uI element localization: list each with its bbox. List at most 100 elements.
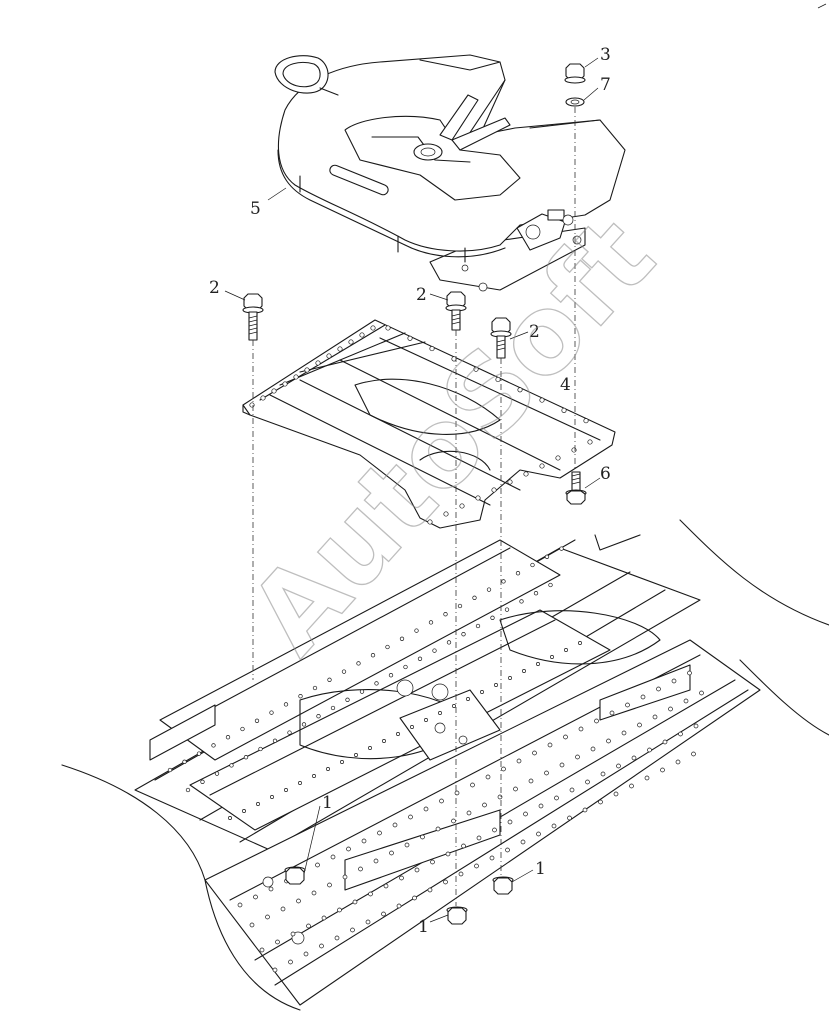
chassis-frame	[61, 519, 829, 1011]
frame-hole	[662, 739, 668, 745]
frame-hole	[352, 899, 358, 905]
frame-hole	[340, 760, 344, 764]
frame-hole	[237, 902, 243, 908]
frame-hole	[443, 879, 448, 885]
frame-hole	[254, 718, 260, 723]
frame-hole	[258, 746, 263, 752]
callout-7: 7	[600, 75, 611, 95]
frame-hole	[520, 839, 526, 845]
frame-hole	[385, 644, 390, 650]
frame-hole	[282, 381, 288, 387]
frame-hole	[505, 847, 510, 853]
callout-1-upper: 1	[322, 793, 333, 813]
frame-hole	[539, 397, 545, 403]
frame-hole	[346, 846, 351, 852]
frame-hole	[590, 746, 596, 752]
frame-hole	[412, 895, 417, 901]
frame-hole	[458, 871, 464, 877]
frame-hole	[327, 677, 332, 682]
frame-hole	[298, 694, 303, 699]
frame-hole	[382, 739, 386, 743]
frame-hole	[383, 883, 389, 889]
frame-hole	[625, 702, 630, 708]
frame-hole	[211, 743, 216, 748]
callout-2-right: 2	[529, 322, 540, 342]
frame-hole	[301, 722, 307, 727]
frame-hole	[547, 742, 553, 748]
frame-hole	[316, 714, 321, 719]
frame-hole	[290, 931, 296, 937]
frame-hole	[461, 632, 466, 637]
frame-hole	[327, 882, 332, 888]
frame-hole	[427, 887, 433, 893]
frame-hole	[446, 640, 452, 645]
frame-hole	[459, 503, 465, 509]
frame-hole	[445, 851, 451, 857]
frame-hole	[392, 822, 398, 828]
frame-hole	[326, 767, 330, 771]
frame-hole	[532, 750, 537, 756]
frame-hole	[410, 725, 414, 729]
frame-hole	[249, 922, 255, 928]
frame-hole	[429, 346, 435, 352]
frame-hole	[691, 751, 696, 757]
frame-hole	[485, 774, 491, 780]
frame-hole	[370, 653, 376, 658]
frame-hole	[480, 690, 484, 694]
callout-5: 5	[250, 199, 261, 219]
frame-hole	[523, 471, 529, 477]
frame-hole	[253, 894, 258, 900]
frame-hole	[504, 607, 510, 612]
frame-hole	[311, 890, 317, 896]
frame-hole	[256, 802, 260, 806]
frame-hole	[399, 875, 404, 881]
frame-hole	[474, 863, 479, 869]
nut-1-upper	[284, 866, 306, 885]
frame-hole	[489, 855, 495, 861]
frame-hole	[559, 762, 565, 768]
frame-hole	[270, 795, 274, 799]
frame-hole	[443, 612, 448, 617]
frame-hole	[656, 686, 661, 692]
frame-hole	[196, 751, 202, 756]
frame-hole	[377, 830, 382, 836]
frame-hole	[275, 939, 280, 945]
leader-lines	[224, 57, 601, 923]
frame-hole	[555, 455, 561, 461]
frame-hole	[517, 387, 523, 393]
frame-hole	[342, 874, 348, 880]
callout-3: 3	[600, 45, 611, 65]
frame-hole	[303, 951, 309, 957]
frame-hole	[396, 732, 400, 736]
frame-hole	[530, 562, 535, 568]
frame-hole	[609, 710, 615, 716]
frame-hole	[466, 697, 470, 701]
frame-hole	[337, 346, 343, 352]
callout-1-right: 1	[535, 859, 546, 879]
frame-hole	[408, 814, 413, 820]
frame-hole	[296, 898, 301, 904]
callout-4: 4	[560, 375, 571, 395]
frame-hole	[359, 689, 365, 694]
frame-hole	[312, 685, 318, 691]
frame-hole	[243, 755, 249, 760]
frame-hole	[501, 766, 506, 772]
frame-hole	[348, 339, 354, 345]
frame-hole	[359, 332, 365, 338]
callout-1-lower: 1	[418, 917, 429, 937]
frame-hole	[381, 911, 386, 917]
frame-hole	[486, 587, 492, 592]
frame-hole	[616, 763, 621, 769]
frame-hole	[330, 854, 336, 860]
frame-hole	[457, 603, 463, 609]
frame-hole	[365, 919, 371, 925]
frame-hole	[260, 395, 266, 401]
frame-hole	[214, 771, 220, 776]
frame-hole	[438, 711, 442, 715]
frame-hole	[523, 811, 528, 817]
frame-hole	[501, 579, 506, 584]
frame-hole	[420, 834, 425, 840]
frame-hole	[551, 823, 557, 829]
frame-hole	[337, 907, 342, 913]
